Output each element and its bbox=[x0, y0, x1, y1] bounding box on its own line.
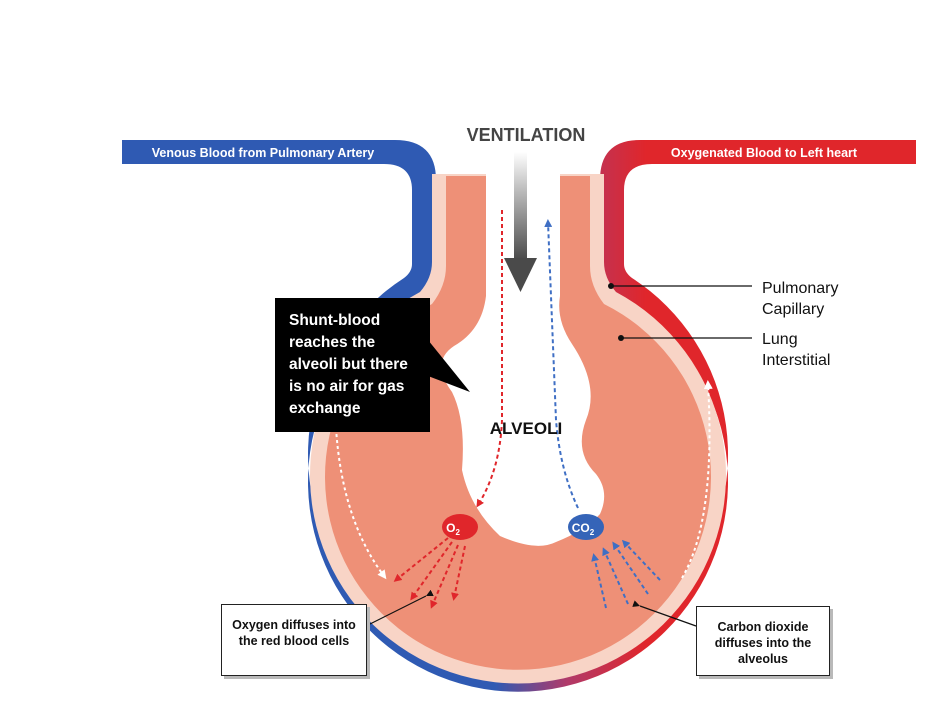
co2-diffusion-arrow-3 bbox=[612, 541, 649, 595]
o2-inflow-arrow bbox=[476, 210, 503, 508]
oxygen-callout-line bbox=[365, 589, 434, 627]
svg-text:O2: O2 bbox=[446, 521, 460, 537]
shunt-callout-pointer bbox=[428, 340, 470, 392]
ventilation-arrow-shaft bbox=[514, 152, 527, 260]
svg-text:CO2: CO2 bbox=[572, 521, 595, 537]
alveolus-air-space bbox=[441, 160, 605, 546]
co2-outflow-arrow bbox=[544, 219, 579, 509]
o2-diffusion-arrow-4 bbox=[451, 545, 466, 601]
o2-label: O bbox=[446, 521, 455, 535]
co2-subscript: 2 bbox=[590, 528, 595, 537]
ventilation-label: VENTILATION bbox=[467, 125, 586, 145]
venous-flow-arrow bbox=[335, 427, 387, 580]
co2-diffusion-arrow-1 bbox=[591, 553, 607, 609]
co2-bubble bbox=[568, 514, 604, 540]
co2-diffuses-callout: Carbon dioxide diffuses into the alveolu… bbox=[696, 606, 830, 676]
oxygen-diffuses-callout: Oxygen diffuses into the red blood cells bbox=[221, 604, 367, 676]
o2-subscript: 2 bbox=[455, 528, 460, 537]
pulmonary-capillary-label: Pulmonary Capillary bbox=[762, 280, 843, 318]
lung-interstitial-label: Lung Interstitial bbox=[762, 331, 830, 369]
oxygenated-blood-label: Oxygenated Blood to Left heart bbox=[671, 146, 858, 160]
co2-diffusion-arrow-4 bbox=[621, 539, 661, 581]
o2-bubble bbox=[442, 514, 478, 540]
venous-blood-label: Venous Blood from Pulmonary Artery bbox=[152, 146, 375, 160]
shunt-callout: Shunt-blood reaches the alveoli but ther… bbox=[275, 298, 430, 432]
co2-label: CO bbox=[572, 521, 590, 535]
alveoli-label: ALVEOLI bbox=[490, 419, 562, 438]
co2-diffusion-arrow-2 bbox=[602, 547, 629, 605]
o2-diffusion-arrow-2 bbox=[410, 541, 453, 601]
co2-callout-line bbox=[632, 600, 697, 627]
ventilation-arrow-head bbox=[504, 258, 537, 292]
